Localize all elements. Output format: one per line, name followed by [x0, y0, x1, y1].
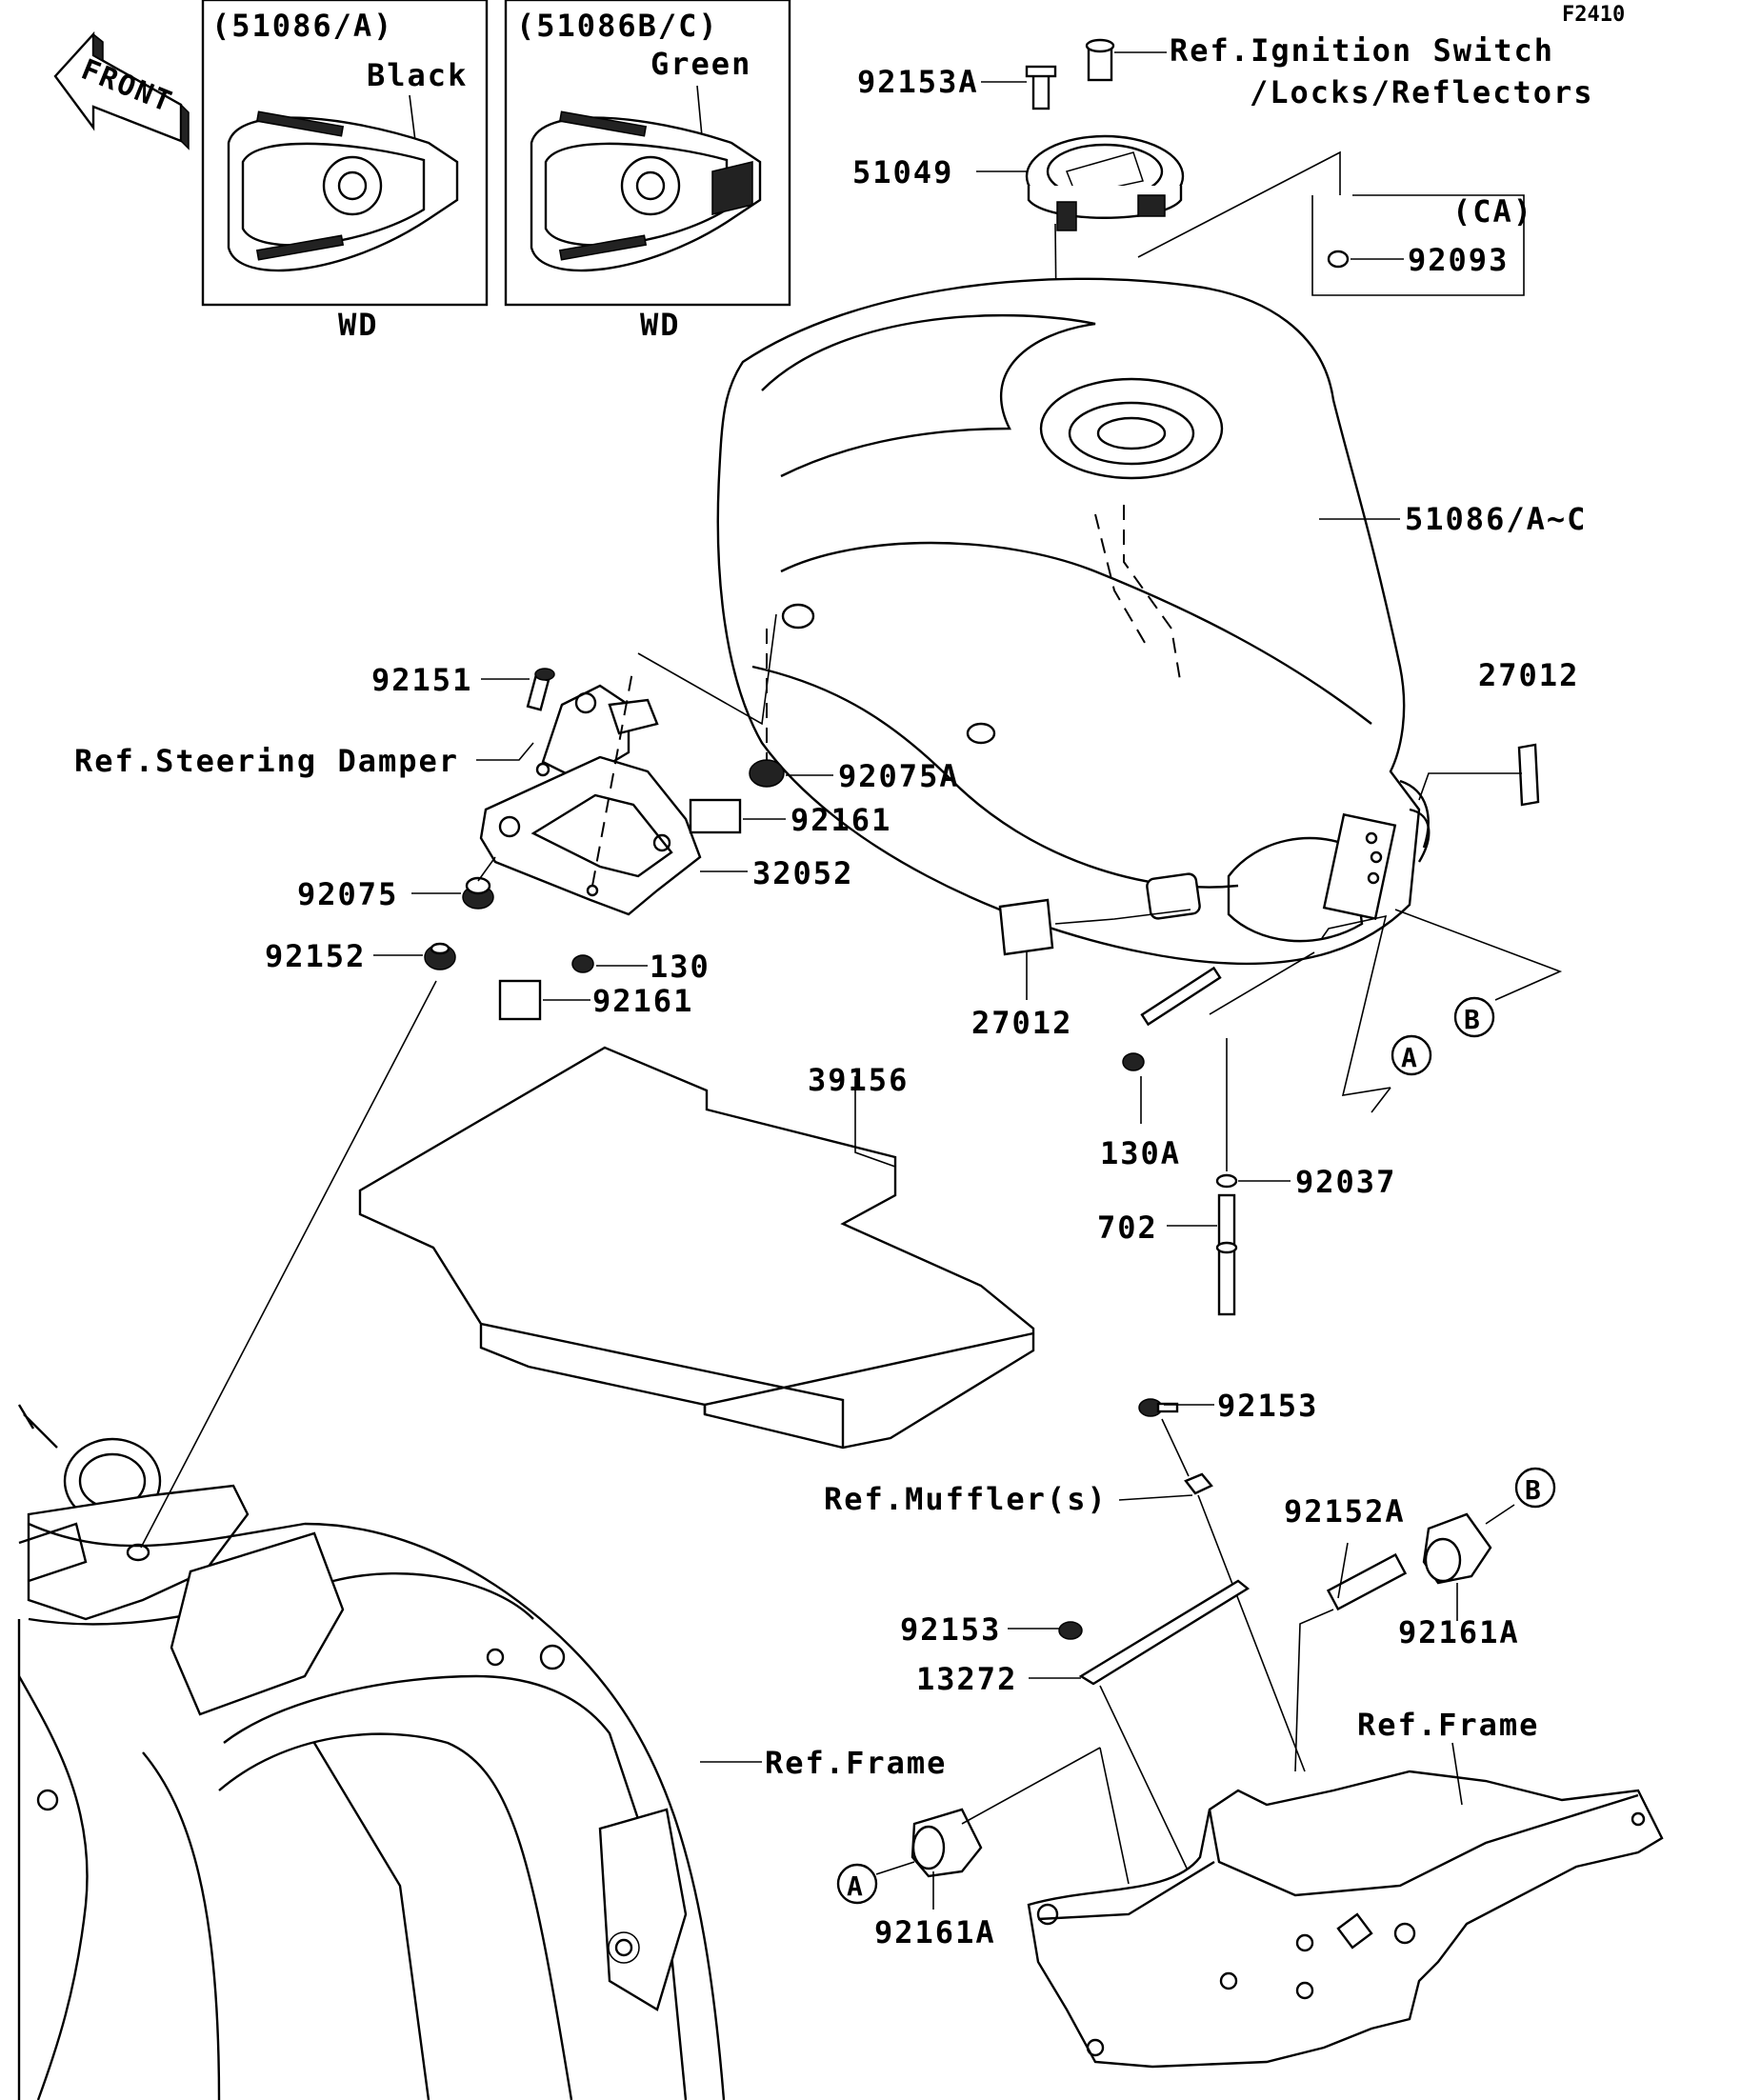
- bolt-130: [571, 954, 594, 973]
- label-92037: 92037: [1295, 1164, 1396, 1200]
- frame-left: [17, 1404, 726, 2100]
- svg-text:B: B: [1464, 1004, 1482, 1035]
- frame-right: [1027, 1770, 1664, 2069]
- svg-text:A: A: [847, 1870, 865, 1902]
- label-51049: 51049: [852, 154, 953, 190]
- svg-text:A: A: [1401, 1042, 1419, 1073]
- label-92153-lower: 92153: [900, 1611, 1001, 1648]
- label-702: 702: [1097, 1210, 1158, 1246]
- muffler-clip: [1184, 1472, 1213, 1495]
- pad-92161-lower: [498, 979, 542, 1021]
- callout-b-frame: B: [1514, 1467, 1556, 1509]
- collar-92152A: [1326, 1552, 1408, 1611]
- label-92153A: 92153A: [857, 64, 979, 100]
- grommet-92075A: [749, 759, 785, 788]
- hose-702: [1215, 1193, 1238, 1316]
- grommet-92075: [462, 876, 494, 910]
- inset-green-tank: (51086B/C) Green: [504, 0, 791, 307]
- label-ref-muffler: Ref.Muffler(s): [824, 1481, 1108, 1517]
- bracket-32052: [479, 755, 702, 916]
- label-92075A: 92075A: [838, 758, 960, 794]
- label-ref-ignition-2: /Locks/Reflectors: [1250, 74, 1594, 110]
- collar-92152: [424, 942, 456, 970]
- inset-left-code: (51086/A): [211, 8, 393, 44]
- label-92161A-right: 92161A: [1398, 1614, 1520, 1650]
- label-sticker-27012-right: [1517, 743, 1540, 807]
- clamp-92037: [1215, 1173, 1238, 1189]
- screw-92153A: [1025, 65, 1057, 110]
- inset-left-color: Black: [367, 57, 468, 93]
- callout-b-tank: B: [1453, 996, 1495, 1038]
- steering-damper-mount: [535, 684, 659, 783]
- screw-92153-upper: [1138, 1398, 1179, 1417]
- plate-13272: [1078, 1579, 1251, 1686]
- label-ca: (CA): [1452, 193, 1533, 230]
- callout-a-frame: A: [836, 1863, 878, 1905]
- label-32052: 32052: [752, 855, 853, 891]
- ignition-bolt: [1085, 38, 1115, 82]
- inset-right-code: (51086B/C): [516, 8, 719, 44]
- label-39156: 39156: [808, 1062, 909, 1098]
- label-27012-right: 27012: [1478, 657, 1579, 693]
- inset-left-destination: WD: [338, 307, 379, 343]
- diagram-id: F2410: [1562, 3, 1625, 27]
- label-51086: 51086/A~C: [1405, 501, 1587, 537]
- insulation-pad-39156: [358, 1046, 1035, 1450]
- callout-a-tank: A: [1391, 1034, 1432, 1076]
- damper-92161A-left: [911, 1808, 983, 1878]
- label-130A: 130A: [1100, 1135, 1181, 1171]
- screw-92153-lower: [1058, 1621, 1083, 1640]
- label-ref-ignition-1: Ref.Ignition Switch: [1170, 32, 1554, 69]
- label-sticker-27012-left: [998, 898, 1054, 956]
- label-92075: 92075: [297, 876, 398, 912]
- damper-92161A-right: [1422, 1512, 1492, 1585]
- label-130: 130: [650, 949, 710, 985]
- label-92161A-left: 92161A: [874, 1914, 996, 1950]
- bolt-130A: [1122, 966, 1222, 1071]
- ca-box: (CA) 92093: [1311, 193, 1533, 296]
- fuel-tank-51086: [716, 277, 1431, 966]
- label-ref-steering: Ref.Steering Damper: [74, 743, 459, 779]
- label-27012-left: 27012: [971, 1005, 1072, 1041]
- label-92161-lower: 92161: [592, 983, 693, 1019]
- inset-right-color: Green: [650, 46, 751, 82]
- bolt-92151: [526, 668, 555, 711]
- label-13272: 13272: [916, 1661, 1017, 1697]
- label-92151: 92151: [371, 662, 472, 698]
- label-92152: 92152: [265, 938, 366, 974]
- label-92152A: 92152A: [1284, 1493, 1406, 1530]
- svg-text:B: B: [1525, 1474, 1543, 1506]
- label-92093: 92093: [1408, 242, 1509, 278]
- label-ref-frame-left: Ref.Frame: [765, 1745, 947, 1781]
- pad-92161-upper: [689, 798, 742, 834]
- fuel-cap-51049: [1025, 134, 1185, 231]
- label-ref-frame-right: Ref.Frame: [1357, 1707, 1539, 1743]
- label-92153-upper: 92153: [1217, 1388, 1318, 1424]
- inset-right-destination: WD: [640, 307, 681, 343]
- inset-black-tank: (51086/A) Black: [201, 0, 489, 307]
- front-arrow: FRONT: [53, 30, 190, 150]
- label-92161-upper: 92161: [790, 802, 891, 838]
